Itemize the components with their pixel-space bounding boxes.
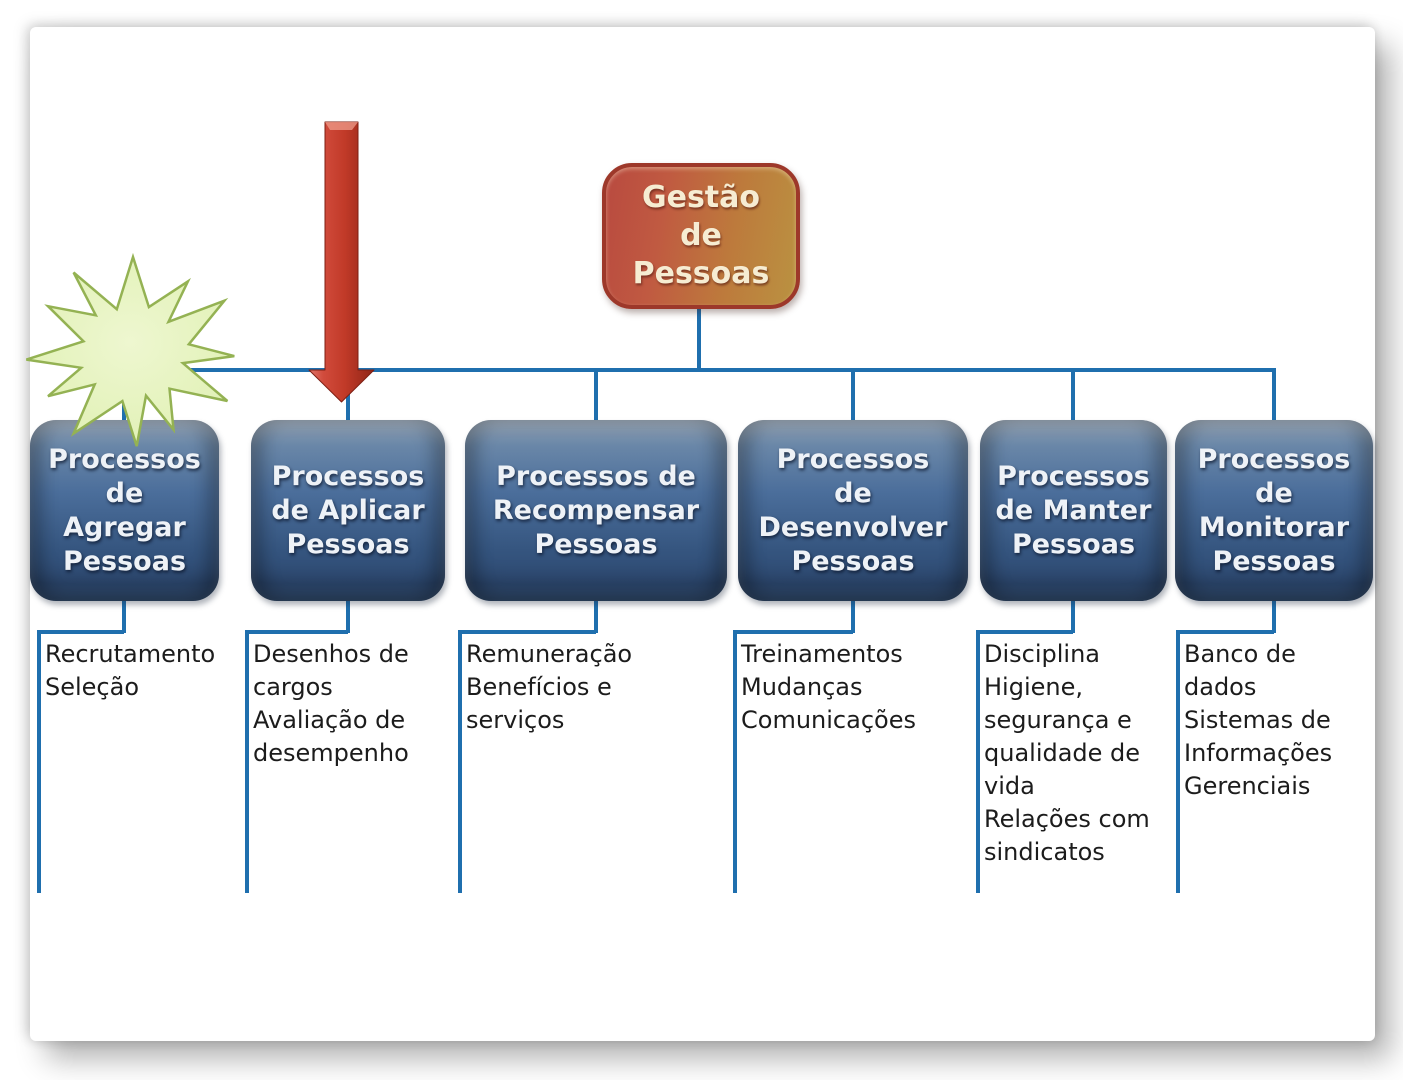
elbow-line [851, 600, 855, 633]
process-box-desenvolver: Processos de Desenvolver Pessoas [738, 420, 968, 601]
elbow-line [245, 630, 348, 634]
elbow-line [1176, 630, 1274, 634]
item-list-agregar: Recrutamento Seleção [45, 640, 216, 701]
elbow-line [1272, 600, 1276, 633]
drop-line [851, 368, 855, 422]
elbow-line [346, 600, 350, 633]
process-box-monitorar: Processos de Monitorar Pessoas [1175, 420, 1373, 601]
item-list-aplicar: Desenhos de cargos Avaliação de desempen… [253, 640, 409, 767]
process-box-title: Processos de Recompensar Pessoas [492, 460, 700, 560]
starburst-shape [26, 252, 235, 447]
process-box-manter: Processos de Manter Pessoas [980, 420, 1167, 601]
item-list-manter: Disciplina Higiene, segurança e qualidad… [984, 640, 1150, 866]
elbow-line [976, 630, 1073, 634]
process-box-aplicar: Processos de Aplicar Pessoas [251, 420, 445, 601]
list-line [1176, 630, 1180, 893]
elbow-line [1071, 600, 1075, 633]
process-box-title: Processos de Aplicar Pessoas [271, 460, 425, 560]
down-arrow-shape [308, 121, 375, 403]
list-line [245, 630, 249, 893]
process-box-title: Processos de Desenvolver Pessoas [758, 443, 948, 577]
root-node-title: Gestão de Pessoas [632, 180, 770, 291]
list-line [458, 630, 462, 893]
process-box-title: Processos de Manter Pessoas [995, 460, 1152, 560]
elbow-line [37, 630, 124, 634]
root-stem-line [697, 307, 701, 371]
root-node-gestao-de-pessoas: Gestão de Pessoas [602, 163, 800, 309]
drop-line [594, 368, 598, 422]
elbow-line [594, 600, 598, 633]
bus-line [124, 368, 1276, 372]
drop-line [1071, 368, 1075, 422]
list-line [37, 630, 41, 893]
process-box-recompensar: Processos de Recompensar Pessoas [465, 420, 727, 601]
elbow-line [122, 600, 126, 633]
elbow-line [458, 630, 596, 634]
process-box-title: Processos de Agregar Pessoas [48, 443, 201, 577]
elbow-line [733, 630, 853, 634]
item-list-monitorar: Banco de dados Sistemas de Informações G… [1184, 640, 1333, 800]
item-list-desenvolver: Treinamentos Mudanças Comunicações [741, 640, 916, 734]
drop-line [1272, 368, 1276, 422]
item-list-recompensar: Remuneração Benefícios e serviços [466, 640, 633, 734]
process-box-agregar: Processos de Agregar Pessoas [30, 420, 219, 601]
list-line [976, 630, 980, 893]
list-line [733, 630, 737, 893]
process-box-title: Processos de Monitorar Pessoas [1197, 443, 1351, 577]
